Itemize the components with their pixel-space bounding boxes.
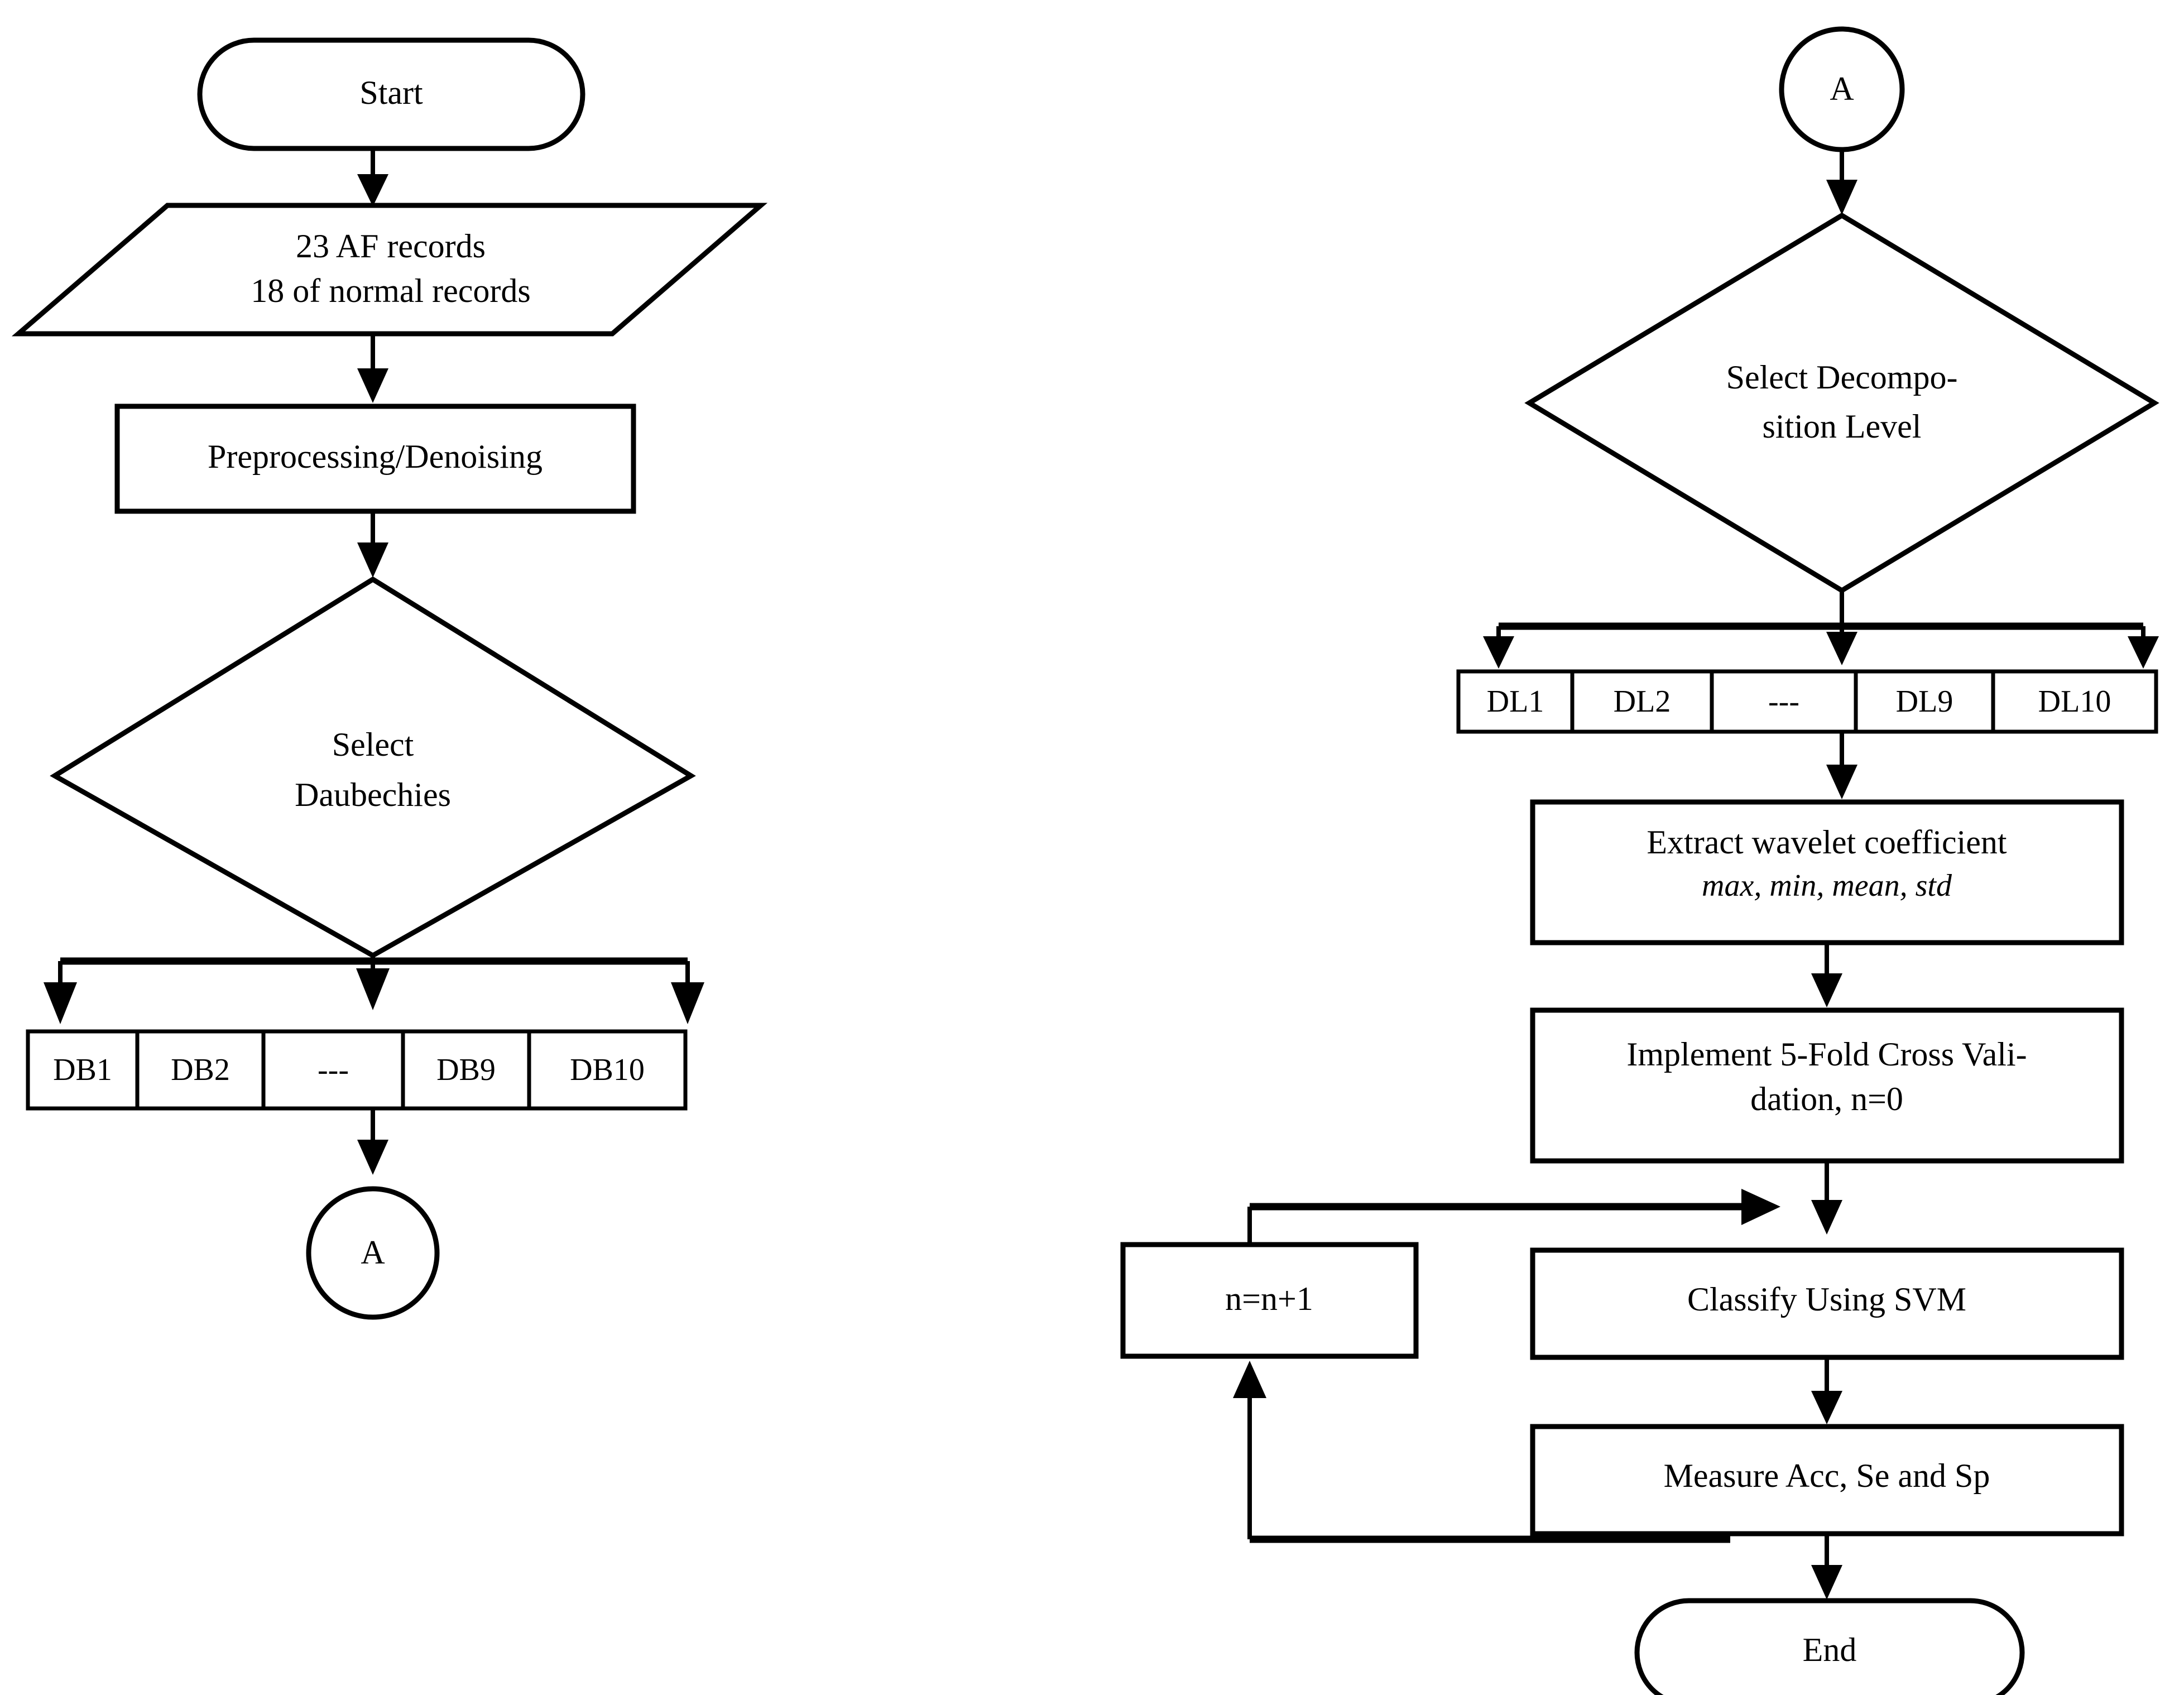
connector-a-out-shape bbox=[306, 1186, 440, 1320]
branch-bus-decomposition bbox=[1483, 590, 2159, 669]
end-shape bbox=[1634, 1598, 2025, 1695]
db-cell-shape bbox=[135, 1029, 266, 1111]
branch-bus-daubechies bbox=[44, 955, 704, 1024]
node-measure-metrics[interactable]: Measure Acc, Se and Sp bbox=[1530, 1424, 2124, 1536]
node-end[interactable]: End bbox=[1634, 1598, 2025, 1695]
input-records-line1: 23 AF records bbox=[296, 228, 486, 265]
db-cell-label: DB2 bbox=[171, 1053, 230, 1087]
node-select-decomposition[interactable]: Select Decompo- sition Level bbox=[1524, 212, 2159, 594]
arrow-measure-to-end bbox=[1811, 1534, 1842, 1600]
extract-wavelet-shape bbox=[1530, 799, 2124, 945]
db-cell-label: DB10 bbox=[570, 1053, 645, 1087]
node-cross-validation[interactable]: Implement 5-Fold Cross Vali- dation, n=0 bbox=[1530, 1007, 2124, 1164]
node-select-daubechies[interactable]: Select Daubechies bbox=[50, 576, 696, 959]
db-cell-label: --- bbox=[318, 1053, 349, 1087]
preprocessing-shape bbox=[114, 404, 636, 514]
arrow-increment-to-classify-join bbox=[1247, 1189, 1780, 1245]
arrow-preprocessing-to-daubechies bbox=[357, 511, 388, 578]
node-input-records[interactable]: 23 AF records 18 of normal records bbox=[11, 203, 768, 337]
arrow-extract-to-crossvalidation bbox=[1811, 943, 1842, 1007]
arrow-classify-to-measure bbox=[1811, 1357, 1842, 1424]
dl-cell[interactable]: DL9 bbox=[1854, 669, 1995, 734]
db-cell[interactable]: DB10 bbox=[527, 1029, 688, 1111]
connector-a-out-label: A bbox=[361, 1234, 385, 1271]
node-connector-a-in[interactable]: A bbox=[1779, 26, 1905, 152]
db-cell-label: DB9 bbox=[436, 1053, 496, 1087]
dl-cell-shape bbox=[1570, 669, 1714, 734]
measure-metrics-label: Measure Acc, Se and Sp bbox=[1664, 1457, 1990, 1494]
node-extract-wavelet[interactable]: Extract wavelet coefficient max, min, me… bbox=[1530, 799, 2124, 945]
cross-validation-line1: Implement 5-Fold Cross Vali- bbox=[1626, 1036, 2027, 1073]
db-cell-row: DB1 DB2 --- DB9 DB10 bbox=[26, 1029, 688, 1111]
select-decomposition-line2: sition Level bbox=[1763, 408, 1922, 445]
dl-cell-row: DL1 DL2 --- DL9 DL10 bbox=[1456, 669, 2158, 734]
db-cell[interactable]: DB2 bbox=[135, 1029, 266, 1111]
select-daubechies-line2: Daubechies bbox=[295, 776, 451, 813]
db-cell-shape bbox=[26, 1029, 140, 1111]
select-daubechies-shape bbox=[50, 576, 696, 959]
dl-cell-shape bbox=[1854, 669, 1995, 734]
arrow-records-to-preprocessing bbox=[357, 334, 388, 403]
db-cell-shape bbox=[401, 1029, 531, 1111]
preprocessing-label: Preprocessing/Denoising bbox=[208, 438, 543, 475]
increment-shape bbox=[1120, 1242, 1419, 1359]
input-records-shape bbox=[11, 203, 768, 337]
dl-cell[interactable]: DL2 bbox=[1570, 669, 1714, 734]
dl-cell[interactable]: DL1 bbox=[1456, 669, 1575, 734]
node-increment[interactable]: n=n+1 bbox=[1120, 1242, 1419, 1359]
db-cell[interactable]: DB9 bbox=[401, 1029, 531, 1111]
node-preprocessing[interactable]: Preprocessing/Denoising bbox=[114, 404, 636, 514]
extract-wavelet-line2: max, min, mean, std bbox=[1702, 868, 1952, 903]
dl-cell-label: DL2 bbox=[1614, 684, 1671, 719]
start-shape bbox=[197, 37, 585, 151]
node-start[interactable]: Start bbox=[197, 37, 585, 151]
arrow-db-to-connector-a bbox=[357, 1108, 388, 1175]
node-connector-a-out[interactable]: A bbox=[306, 1186, 440, 1320]
dl-cell-label: --- bbox=[1768, 684, 1799, 719]
select-daubechies-line1: Select bbox=[332, 726, 414, 763]
dl-cell-label: DL1 bbox=[1487, 684, 1544, 719]
dl-cell[interactable]: DL10 bbox=[1991, 669, 2158, 734]
db-cell-label: DB1 bbox=[53, 1053, 112, 1087]
db-cell[interactable]: --- bbox=[261, 1029, 405, 1111]
node-classify-svm[interactable]: Classify Using SVM bbox=[1530, 1247, 2124, 1360]
db-cell-shape bbox=[527, 1029, 688, 1111]
arrow-dl-to-extract bbox=[1826, 732, 1857, 799]
arrow-crossvalidation-to-classify bbox=[1811, 1161, 1842, 1235]
arrow-measure-loop-to-increment bbox=[1233, 1361, 1730, 1543]
classify-svm-label: Classify Using SVM bbox=[1687, 1281, 1966, 1318]
arrow-start-to-records bbox=[357, 148, 388, 207]
db-cell-shape bbox=[261, 1029, 405, 1111]
connector-a-in-label: A bbox=[1830, 70, 1854, 107]
dl-cell-shape bbox=[1991, 669, 2158, 734]
dl-cell-label: DL10 bbox=[2038, 684, 2111, 719]
start-label: Start bbox=[359, 74, 423, 111]
end-label: End bbox=[1803, 1631, 1857, 1668]
dl-cell[interactable]: --- bbox=[1710, 669, 1858, 734]
cross-validation-shape bbox=[1530, 1007, 2124, 1164]
db-cell[interactable]: DB1 bbox=[26, 1029, 140, 1111]
extract-wavelet-line1: Extract wavelet coefficient bbox=[1647, 824, 2007, 861]
select-decomposition-shape bbox=[1524, 212, 2159, 594]
dl-cell-shape bbox=[1456, 669, 1575, 734]
cross-validation-line2: dation, n=0 bbox=[1750, 1081, 1903, 1117]
select-decomposition-line1: Select Decompo- bbox=[1726, 359, 1958, 396]
measure-metrics-shape bbox=[1530, 1424, 2124, 1536]
arrow-connector-to-decomposition bbox=[1826, 150, 1857, 215]
input-records-line2: 18 of normal records bbox=[251, 272, 531, 309]
dl-cell-label: DL9 bbox=[1896, 684, 1953, 719]
increment-label: n=n+1 bbox=[1225, 1280, 1313, 1317]
